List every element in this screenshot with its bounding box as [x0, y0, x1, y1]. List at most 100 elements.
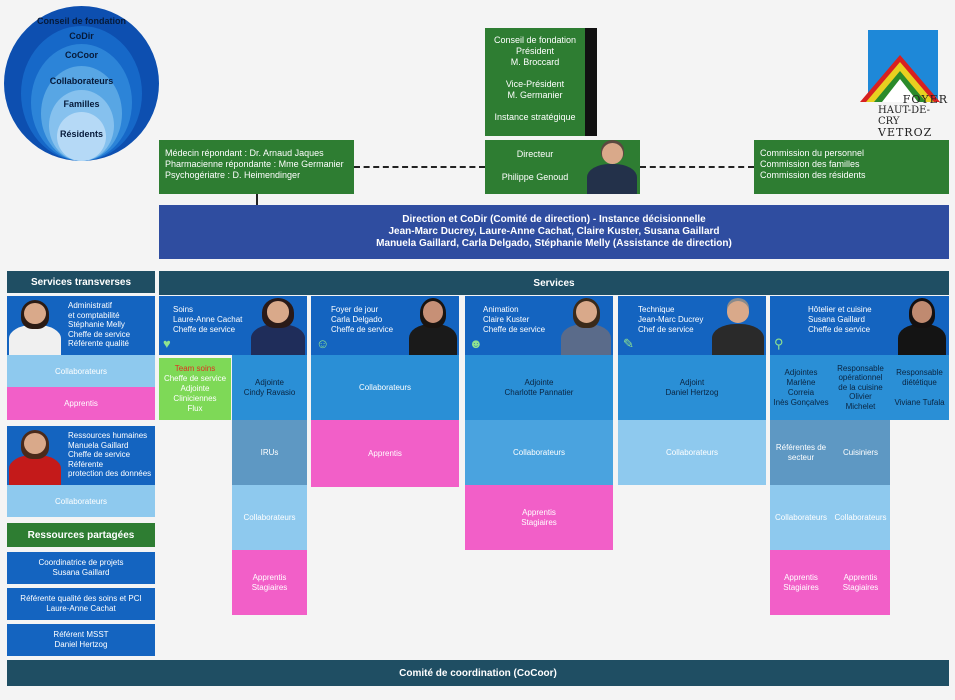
hotelier-text: Hôtelier et cuisine Susana Gaillard Chef… [808, 305, 872, 335]
partagee-line: Référente qualité des soins et PCI [20, 594, 142, 603]
animation-adjointe: Adjointe Charlotte Pannatier [465, 355, 613, 420]
hotelier-ref-secteur: Référentes de secteur [770, 420, 832, 485]
admin-box: Administratif et comptabilité Stéphanie … [7, 296, 155, 355]
soins-head: Soins Laure-Anne Cachat Cheffe de servic… [159, 296, 307, 355]
partagees-header: Ressources partagées [7, 523, 155, 547]
connector-right [640, 166, 754, 168]
logo-text: FOYER HAUT-DE-CRY VETROZ [878, 94, 948, 138]
technique-adjoint: Adjoint Daniel Hertzog [618, 355, 766, 420]
diet-line: Viviane Tufala [894, 397, 945, 407]
hotelier-line: Cheffe de service [808, 325, 871, 334]
heart-icon: ♥ [163, 336, 171, 351]
hotelier-head: Hôtelier et cuisine Susana Gaillard Chef… [770, 296, 949, 355]
rh-text: Ressources humaines Manuela Gaillard Che… [68, 431, 151, 479]
rh-photo [9, 430, 61, 485]
team-line: Flux [187, 404, 203, 413]
transverses-header: Services transverses [7, 271, 155, 293]
rh-line: protection des données [68, 469, 152, 478]
circle-label: Familles [63, 99, 100, 109]
ref-line: secteur [787, 452, 815, 462]
adjointes-line: Inès Gonçalves [773, 397, 829, 407]
logo-line: VETROZ [878, 126, 933, 139]
technique-photo [712, 298, 764, 355]
diet-line: Responsable [896, 367, 943, 377]
admin-apprentis: Apprentis [7, 387, 155, 420]
apprentis-line: Stagiaires [251, 582, 288, 592]
direction-line: Direction et CoDir (Comité de direction)… [402, 214, 706, 225]
soins-line: Cheffe de service [173, 325, 236, 334]
animation-text: Animation Claire Kuster Cheffe de servic… [483, 305, 545, 335]
conseil-line: M. Broccard [510, 57, 560, 67]
directeur-name: Philippe Genoud [501, 172, 569, 182]
rh-line: Référente [68, 459, 104, 469]
circle-label: Résidents [59, 129, 103, 139]
resp-line: de la cuisine [838, 382, 883, 392]
team-line: Cliniciennes [173, 394, 217, 403]
directeur-title: Directeur [516, 149, 554, 159]
foyer-line: Carla Delgado [331, 315, 383, 324]
circles-diagram: Conseil de fondation CoDir CoCoor Collab… [4, 6, 159, 161]
partagee-line: Coordinatrice de projets [38, 558, 124, 567]
conseil-line: M. Germanier [507, 90, 563, 100]
logo: FOYER HAUT-DE-CRY VETROZ [860, 30, 948, 138]
hotelier-collab-2: Collaborateurs [831, 485, 890, 550]
conseil-side-bar [585, 28, 597, 136]
hotelier-adjointes: Adjointes Marlène Correia Inès Gonçalves [770, 355, 832, 420]
diet-line: diététique [902, 377, 937, 387]
animation-line: Cheffe de service [483, 325, 546, 334]
partagee-item: Référente qualité des soins et PCI Laure… [7, 588, 155, 620]
admin-line: Administratif [68, 301, 113, 310]
foyer-head: Foyer de jour Carla Delgado Cheffe de se… [311, 296, 459, 355]
circle-label: CoCoor [65, 50, 98, 60]
connector-down [256, 194, 258, 206]
apprentis-line: Stagiaires [842, 582, 879, 592]
ref-line: Référentes de [775, 442, 827, 452]
soins-apprentis: Apprentis Stagiaires [232, 550, 307, 615]
foyer-apprentis: Apprentis [311, 420, 459, 487]
adjointes-line: Marlène [786, 377, 816, 387]
medecin-box: Médecin répondant : Dr. Arnaud Jaques Ph… [159, 140, 354, 194]
animation-head: Animation Claire Kuster Cheffe de servic… [465, 296, 613, 355]
hotelier-apprentis-2: Apprentis Stagiaires [831, 550, 890, 615]
commission-line: Commission du personnel [760, 148, 865, 158]
brain-icon: ☻ [469, 336, 483, 351]
direction-line: Jean-Marc Ducrey, Laure-Anne Cachat, Cla… [388, 226, 720, 237]
people-icon: ☺ [316, 336, 330, 351]
animation-line: Claire Kuster [483, 315, 530, 324]
commissions-box: Commission du personnel Commission des f… [754, 140, 949, 194]
circle-residents [57, 112, 106, 161]
hotelier-apprentis-1: Apprentis Stagiaires [770, 550, 832, 615]
technique-line: Chef de service [638, 325, 694, 334]
direction-box: Direction et CoDir (Comité de direction)… [159, 205, 949, 259]
technique-text: Technique Jean-Marc Ducrey Chef de servi… [638, 305, 703, 335]
medecin-line: Psychogériatre : D. Heimendinger [165, 170, 301, 180]
resp-line: Olivier [849, 392, 872, 402]
partagee-item: Référent MSST Daniel Hertzog [7, 624, 155, 656]
admin-line: Stéphanie Melly [68, 320, 125, 329]
soins-team: Team soins Cheffe de service Adjointe Cl… [159, 358, 231, 420]
soins-text: Soins Laure-Anne Cachat Cheffe de servic… [173, 305, 242, 335]
adjointe-line: Adjointe [255, 377, 284, 387]
animation-collab: Collaborateurs [465, 420, 613, 485]
admin-photo [9, 300, 61, 355]
soins-photo [251, 298, 305, 355]
foyer-line: Cheffe de service [331, 325, 394, 334]
wrench-icon: ✎ [623, 336, 634, 351]
foyer-text: Foyer de jour Carla Delgado Cheffe de se… [331, 305, 393, 335]
admin-line: Référente qualité [68, 339, 129, 348]
circle-label: Conseil de fondation [37, 16, 126, 26]
services-header: Services [159, 271, 949, 295]
soins-collab: Collaborateurs [232, 485, 307, 550]
partagee-line: Daniel Hertzog [54, 640, 108, 649]
connector-left [354, 166, 485, 168]
resp-line: opérationnel [838, 373, 883, 383]
commission-line: Commission des résidents [760, 170, 866, 180]
conseil-line: Vice-Président [505, 79, 565, 89]
admin-line: Cheffe de service [68, 329, 131, 339]
partagee-line: Référent MSST [53, 630, 109, 639]
hotelier-line: Susana Gaillard [808, 315, 865, 324]
apprentis-line: Apprentis [784, 572, 818, 582]
soins-line: Soins [173, 305, 194, 314]
rh-line: Cheffe de service [68, 450, 131, 459]
commission-line: Commission des familles [760, 159, 860, 169]
